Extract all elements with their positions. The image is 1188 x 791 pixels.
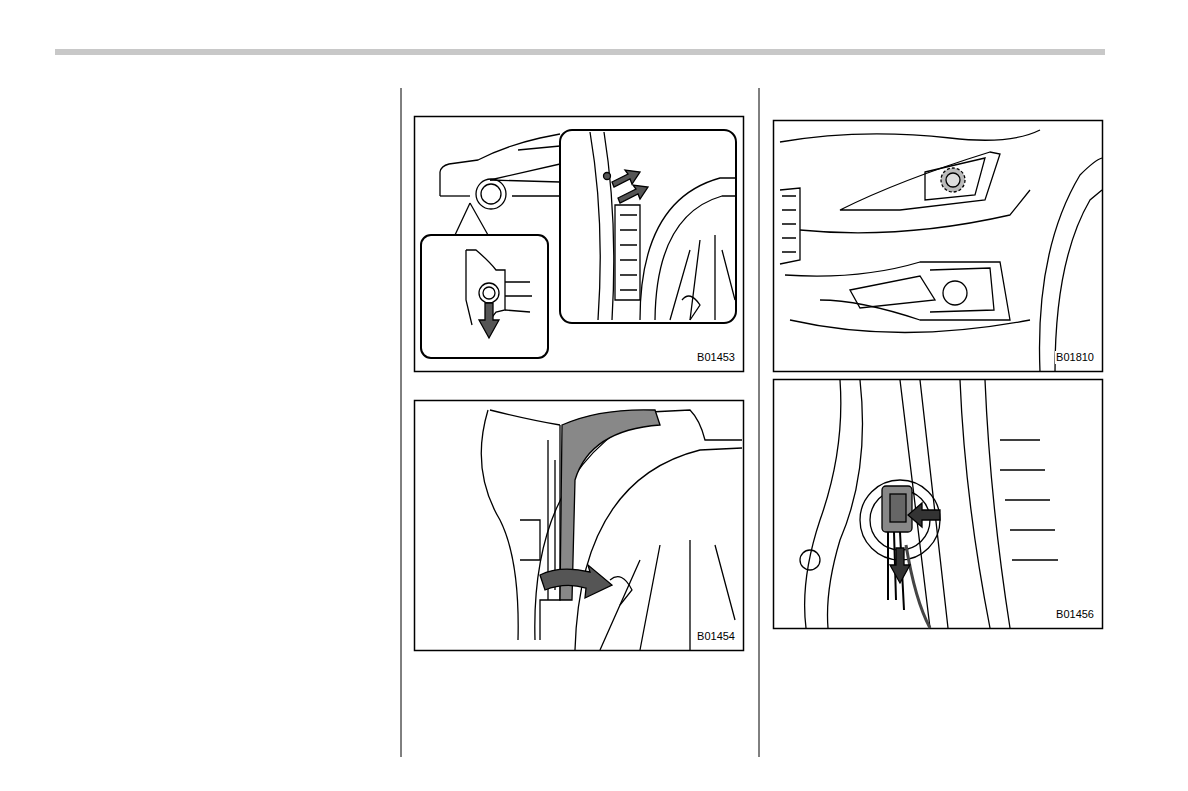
car-front-figure (774, 121, 1103, 373)
figure-code: B01454 (696, 630, 736, 643)
figure-code: B01456 (1055, 608, 1095, 621)
bulb-connector-figure (774, 380, 1103, 629)
figure-code: B01453 (696, 351, 736, 364)
fender-clip-figure (415, 117, 744, 372)
fender-liner-figure (415, 401, 744, 651)
page-rules (55, 49, 1105, 757)
figure-code: B01810 (1055, 351, 1095, 364)
